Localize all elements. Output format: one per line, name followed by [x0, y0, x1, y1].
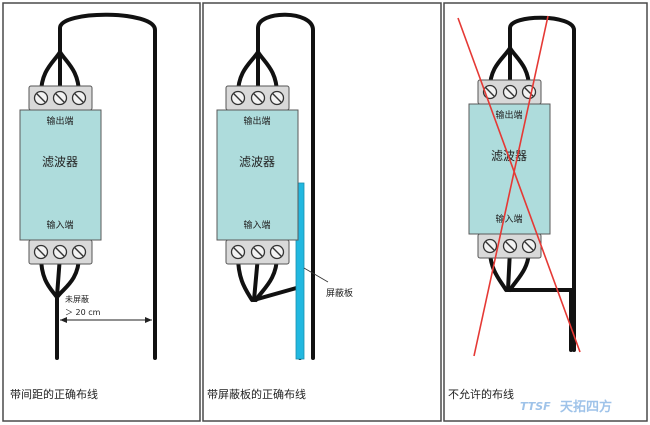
terminal-screw-icon — [230, 90, 246, 106]
input-label: 输入端 — [495, 213, 522, 225]
terminal-screw-icon — [230, 244, 246, 260]
dimension-value: ＞ 20 cm — [65, 308, 101, 317]
terminal-screw-icon — [33, 90, 49, 106]
watermark-logo: TTSF — [520, 400, 551, 413]
output-label: 输出端 — [46, 115, 73, 127]
input-cable-3 — [488, 248, 573, 352]
terminal-screw-icon — [71, 244, 87, 260]
filter-label: 滤波器 — [239, 155, 275, 169]
panel-frame-1 — [2, 2, 201, 422]
terminal-screw-icon — [52, 90, 68, 106]
terminal-screw-icon — [482, 238, 498, 254]
panel-3: 输出端 滤波器 输入端 不允许的布线 — [448, 15, 581, 401]
terminal-screw-icon — [33, 244, 49, 260]
arrow-left-icon — [60, 317, 67, 323]
panel-caption: 带屏蔽板的正确布线 — [207, 387, 306, 401]
panel-1: 输出端 滤波器 输入端 未屏蔽 ＞ 20 cm 带间距的正确布线 — [10, 12, 157, 401]
terminal-screw-icon — [521, 84, 537, 100]
shield-plate — [295, 182, 305, 360]
panel-2: 输出端 滤波器 输入端 屏蔽板 带屏蔽板的正确布线 — [207, 12, 353, 401]
filter-body — [216, 109, 299, 241]
terminal-screw-icon — [250, 90, 266, 106]
terminal-screw-icon — [269, 90, 285, 106]
input-cable-2 — [236, 254, 302, 360]
panel-frame-3 — [443, 2, 648, 422]
input-label: 输入端 — [243, 219, 270, 231]
cross-out-line — [457, 17, 581, 353]
watermark-text: 天拓四方 — [560, 399, 612, 415]
terminal-screw-icon — [52, 244, 68, 260]
terminal-screw-icon — [521, 238, 537, 254]
output-label: 输出端 — [243, 115, 270, 127]
input-label: 输入端 — [46, 219, 73, 231]
terminal-screw-icon — [250, 244, 266, 260]
terminal-screw-icon — [71, 90, 87, 106]
panel-caption: 不允许的布线 — [448, 387, 514, 401]
filter-label: 滤波器 — [42, 155, 78, 169]
arrow-right-icon — [145, 317, 152, 323]
input-cable-1 — [39, 254, 81, 360]
filter-body — [19, 109, 102, 241]
cross-out-line — [473, 15, 549, 357]
shield-leader-line — [303, 267, 329, 283]
terminal-screw-icon — [502, 238, 518, 254]
dimension-label: 未屏蔽 — [65, 294, 89, 304]
output-label: 输出端 — [495, 109, 522, 121]
filter-body — [468, 103, 551, 235]
terminal-screw-icon — [269, 244, 285, 260]
panel-frame-2 — [202, 2, 442, 422]
shield-label: 屏蔽板 — [326, 287, 353, 299]
watermark: TTSF 天拓四方 — [520, 399, 612, 415]
panel-caption: 带间距的正确布线 — [10, 387, 98, 401]
terminal-screw-icon — [502, 84, 518, 100]
